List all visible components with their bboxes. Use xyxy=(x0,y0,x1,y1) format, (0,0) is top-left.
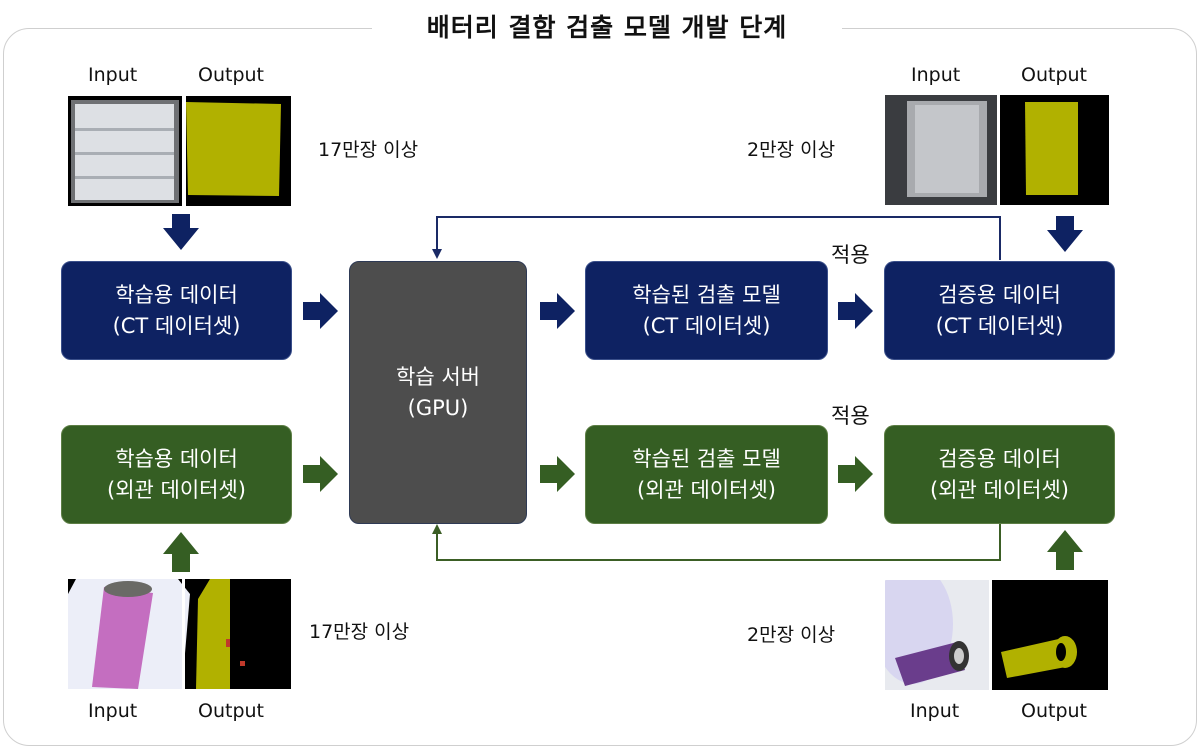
training-data-ct-title: 학습용 데이터 xyxy=(115,282,238,307)
arrow-right-ext-2 xyxy=(540,456,575,492)
count-train-ext: 17만장 이상 xyxy=(309,621,410,643)
validation-data-ext-subtitle: (외관 데이터셋) xyxy=(930,477,1069,502)
apply-label-ext: 적용 xyxy=(831,404,870,428)
arrow-right-ct-1 xyxy=(303,293,338,329)
count-train-ct: 17만장 이상 xyxy=(318,139,419,161)
validation-data-ct-title: 검증용 데이터 xyxy=(938,282,1061,307)
ct-validation-sample-image xyxy=(885,95,1109,205)
input-label-val-ct: Input xyxy=(911,64,961,86)
arrow-down-val-ct xyxy=(1047,216,1083,252)
validation-data-ext-title: 검증용 데이터 xyxy=(938,446,1061,471)
output-label-val-ct: Output xyxy=(1021,64,1087,86)
validation-data-ct-subtitle: (CT 데이터셋) xyxy=(935,313,1064,338)
input-label-val-ext: Input xyxy=(910,700,960,722)
count-val-ext: 2만장 이상 xyxy=(747,624,836,646)
trained-model-ct-title: 학습된 검출 모델 xyxy=(632,282,781,307)
validation-data-ext-box: 검증용 데이터 (외관 데이터셋) xyxy=(884,425,1115,524)
feedback-line-ct xyxy=(436,216,1001,260)
apply-label-ct: 적용 xyxy=(831,243,870,267)
trained-model-ext-box: 학습된 검출 모델 (외관 데이터셋) xyxy=(585,425,828,524)
training-server-subtitle: (GPU) xyxy=(407,395,469,420)
exterior-validation-sample-image xyxy=(885,580,1108,690)
arrow-right-ct-3 xyxy=(838,293,873,329)
arrow-right-ext-3 xyxy=(838,456,873,492)
arrow-right-ct-2 xyxy=(540,293,575,329)
training-data-ext-box: 학습용 데이터 (외관 데이터셋) xyxy=(61,425,292,524)
training-data-ct-box: 학습용 데이터 (CT 데이터셋) xyxy=(61,261,292,360)
input-label-train-ct: Input xyxy=(88,64,138,86)
training-data-ext-title: 학습용 데이터 xyxy=(115,446,238,471)
output-label-val-ext: Output xyxy=(1021,700,1087,722)
training-data-ct-subtitle: (CT 데이터셋) xyxy=(112,313,241,338)
training-server-box: 학습 서버 (GPU) xyxy=(349,261,527,524)
validation-data-ct-box: 검증용 데이터 (CT 데이터셋) xyxy=(884,261,1115,360)
input-label-train-ext: Input xyxy=(88,700,138,722)
ct-training-sample-image xyxy=(68,96,291,206)
diagram-title: 배터리 결함 검출 모델 개발 단계 xyxy=(372,8,842,48)
feedback-line-ext xyxy=(436,524,1001,561)
trained-model-ct-subtitle: (CT 데이터셋) xyxy=(642,313,771,338)
arrow-down-train-ct xyxy=(163,214,199,250)
feedback-arrowhead-ext xyxy=(432,524,442,534)
arrow-right-ext-1 xyxy=(303,456,338,492)
trained-model-ext-title: 학습된 검출 모델 xyxy=(632,446,781,471)
trained-model-ct-box: 학습된 검출 모델 (CT 데이터셋) xyxy=(585,261,828,360)
feedback-arrowhead-ct xyxy=(432,249,442,259)
training-data-ext-subtitle: (외관 데이터셋) xyxy=(107,477,246,502)
trained-model-ext-subtitle: (외관 데이터셋) xyxy=(637,477,776,502)
exterior-training-sample-image xyxy=(68,579,291,689)
count-val-ct: 2만장 이상 xyxy=(747,139,836,161)
training-server-title: 학습 서버 xyxy=(396,364,480,389)
output-label-train-ct: Output xyxy=(198,64,264,86)
arrow-up-val-ext xyxy=(1047,530,1083,570)
arrow-up-train-ext xyxy=(163,532,199,572)
output-label-train-ext: Output xyxy=(198,700,264,722)
